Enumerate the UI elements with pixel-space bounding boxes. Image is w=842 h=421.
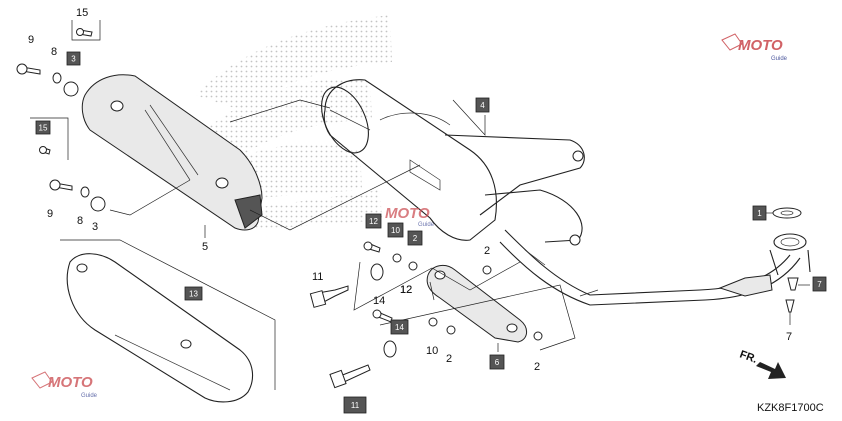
direction-label: FR. <box>738 349 759 366</box>
left-hardware <box>16 20 106 212</box>
watermark-brand: MOTO <box>738 37 783 54</box>
boxed-callout-3: 3 <box>71 55 76 64</box>
callout-2: 2 <box>446 353 452 365</box>
watermark-sub: Guide <box>418 222 435 228</box>
callout-2: 2 <box>484 245 490 257</box>
boxed-callout-12: 12 <box>369 217 378 226</box>
small-bolts <box>363 241 393 323</box>
gasket <box>765 207 802 219</box>
diagram-code: KZK8F1700C <box>757 402 824 414</box>
callout-7: 7 <box>786 331 792 343</box>
watermark-logo-top: MOTO Guide <box>721 33 788 62</box>
boxed-callout-1: 1 <box>757 209 762 218</box>
watermark-sub: Guide <box>771 56 788 62</box>
boxed-callout-15: 15 <box>39 124 48 133</box>
boxed-callouts: 3 15 13 4 1 7 12 10 2 14 6 11 <box>35 51 827 414</box>
flange-bolts <box>309 285 371 389</box>
callout-8: 8 <box>51 46 57 58</box>
watermark-brand: MOTO <box>48 374 93 391</box>
callout-15: 15 <box>76 7 88 19</box>
watermark-sub: Guide <box>81 393 98 399</box>
boxed-callout-14: 14 <box>395 323 404 332</box>
callout-9: 9 <box>28 34 34 46</box>
boxed-callout-7: 7 <box>817 280 822 289</box>
muffler-cover <box>81 74 263 231</box>
callout-12: 12 <box>400 284 412 296</box>
boxed-callout-4: 4 <box>480 101 485 110</box>
boxed-callout-13: 13 <box>189 290 198 299</box>
washers <box>370 253 543 358</box>
watermark-logo-bottom: MOTO Guide <box>31 371 98 399</box>
boxed-callout-6: 6 <box>495 358 500 367</box>
heat-shield <box>60 239 276 403</box>
callout-9: 9 <box>47 208 53 220</box>
callout-10: 10 <box>426 345 438 357</box>
callout-11: 11 <box>312 271 323 283</box>
callout-14: 14 <box>373 295 385 307</box>
boxed-callout-11: 11 <box>351 401 360 410</box>
watermark-brand: MOTO <box>385 205 430 222</box>
callout-5: 5 <box>202 241 208 253</box>
callout-3: 3 <box>92 221 98 233</box>
watermark-logo-center: MOTO Guide <box>385 205 435 228</box>
front-direction-arrow: FR. <box>738 349 786 379</box>
boxed-callout-2: 2 <box>413 234 418 243</box>
exhaust-pipe <box>499 229 811 306</box>
nut-hardware <box>785 277 810 325</box>
callout-12: 12 <box>400 284 412 296</box>
leader-lines <box>109 99 576 352</box>
callout-2: 2 <box>534 361 540 373</box>
muffler-body <box>321 79 585 246</box>
callout-8: 8 <box>77 215 83 227</box>
callouts: 15 9 8 9 8 3 5 2 11 14 12 10 2 2 7 KZK8F… <box>28 7 824 414</box>
boxed-callout-10: 10 <box>391 226 400 235</box>
